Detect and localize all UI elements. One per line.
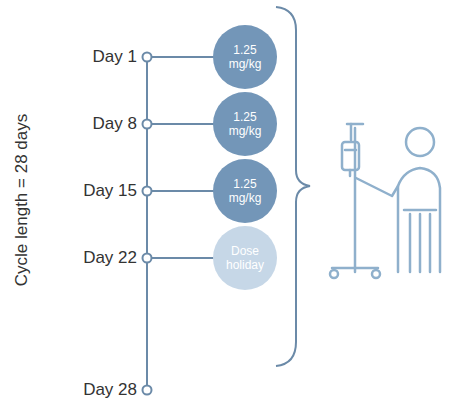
day-label: Day 15 [83,181,137,201]
dose-circle: 1.25 mg/kg [213,25,277,89]
timeline-dots [143,53,152,395]
bracket [276,7,310,366]
day-label: Day 8 [93,114,137,134]
day-label: Day 1 [93,47,137,67]
dose-text: 1.25 mg/kg [222,110,268,138]
day-label: Day 22 [83,248,137,268]
dose-circle: Dose holiday [213,226,277,290]
timeline [147,57,215,390]
dose-circle: 1.25 mg/kg [213,92,277,156]
dose-text: 1.25 mg/kg [222,43,268,71]
dose-text: Dose holiday [222,244,268,272]
iv-patient-icon [330,124,440,278]
day-label: Day 28 [83,380,137,400]
dose-circle: 1.25 mg/kg [213,159,277,223]
dose-text: 1.25 mg/kg [222,177,268,205]
cycle-length-label: Cycle length = 28 days [12,114,32,286]
